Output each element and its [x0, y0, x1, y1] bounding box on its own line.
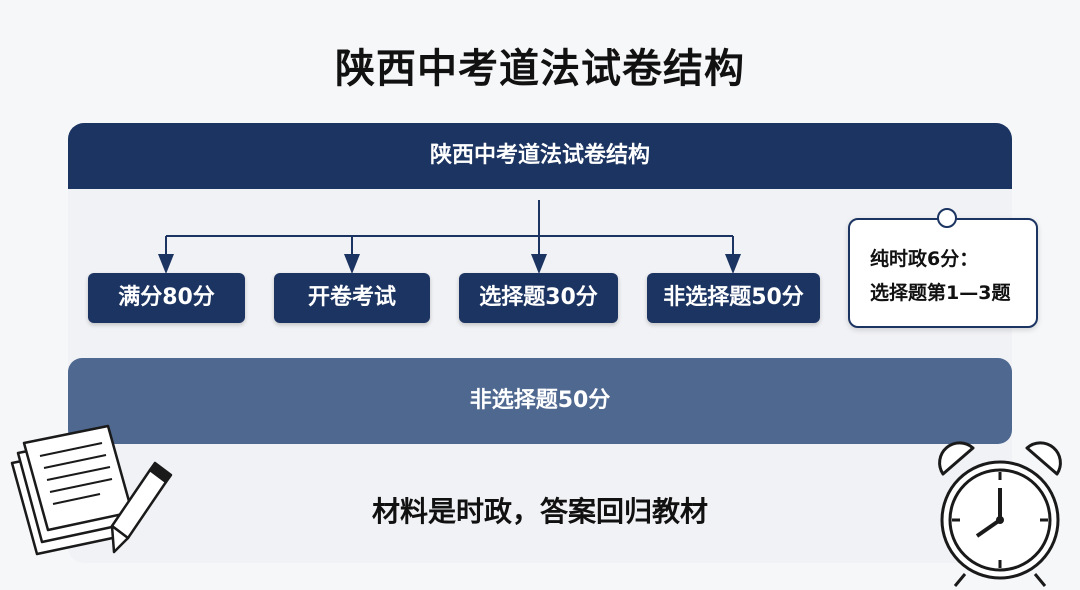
footer-text: 材料是时政，答案回归教材	[371, 495, 708, 528]
current-affairs-note: 纯时政6分： 选择题第1—3题	[848, 218, 1038, 328]
non-choice-band: 非选择题50分	[68, 358, 1012, 444]
document-pencil-icon	[10, 424, 173, 556]
header-bar: 陕西中考道法试卷结构	[68, 123, 1012, 189]
page-title: 陕西中考道法试卷结构	[335, 46, 745, 92]
pin-icon	[937, 208, 957, 228]
alarm-clock-icon	[938, 441, 1062, 587]
node-multiple-choice: 选择题30分	[459, 273, 618, 323]
node-non-choice: 非选择题50分	[647, 273, 820, 323]
note-line-2: 选择题第1—3题	[870, 282, 1011, 304]
diagram-frame: 陕西中考道法试卷结构	[68, 123, 1012, 563]
node-full-score: 满分80分	[88, 273, 245, 323]
node-open-book: 开卷考试	[274, 273, 430, 323]
note-line-1: 纯时政6分：	[870, 248, 979, 270]
